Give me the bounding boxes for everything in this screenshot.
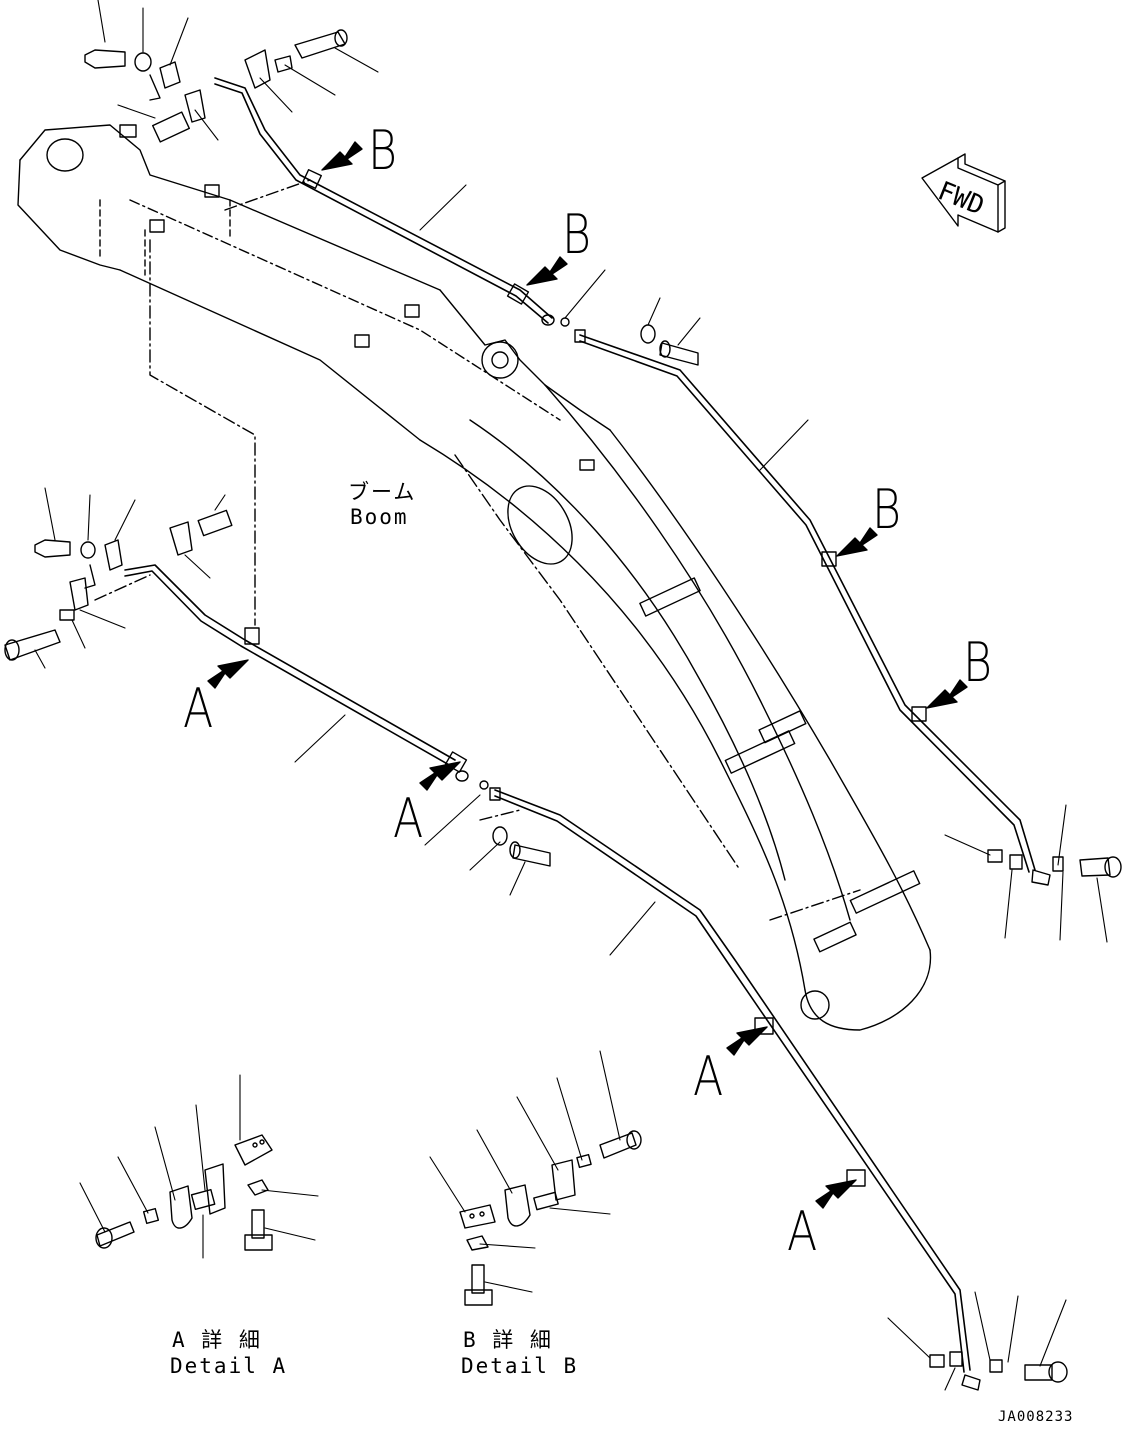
boom-label-jp: ブーム: [348, 480, 417, 504]
detail-a-label-en: Detail A: [170, 1354, 288, 1378]
boom-label-en: Boom: [350, 505, 409, 529]
pipes: [124, 77, 1036, 1373]
detail-b-label-jp: B 詳 細: [463, 1328, 553, 1352]
hardware-parts: [4, 29, 1122, 1391]
callout-arrows: [207, 141, 968, 1209]
detail-b-label-en: Detail B: [461, 1354, 579, 1378]
callout-a-3: A: [693, 1045, 724, 1108]
callout-b-4: B: [963, 631, 992, 694]
callout-b-2: B: [562, 203, 591, 266]
connection-leaders: [94, 179, 861, 921]
drawing-code: JA008233: [998, 1409, 1074, 1425]
part-leader-lines: [34, 0, 1108, 1391]
detail-a-label-jp: A 詳 細: [172, 1328, 262, 1352]
callout-b-3: B: [872, 478, 901, 541]
callout-b-1: B: [368, 119, 397, 182]
callout-a-4: A: [787, 1200, 818, 1263]
detail-b-parts: [459, 1130, 642, 1306]
callout-a-2: A: [393, 787, 424, 850]
boom-outline: [17, 124, 932, 1031]
callout-a-1: A: [183, 677, 214, 740]
pipe-clamps: [244, 168, 927, 1187]
fwd-arrow: [921, 153, 1006, 233]
detail-a-parts: [95, 1134, 273, 1251]
